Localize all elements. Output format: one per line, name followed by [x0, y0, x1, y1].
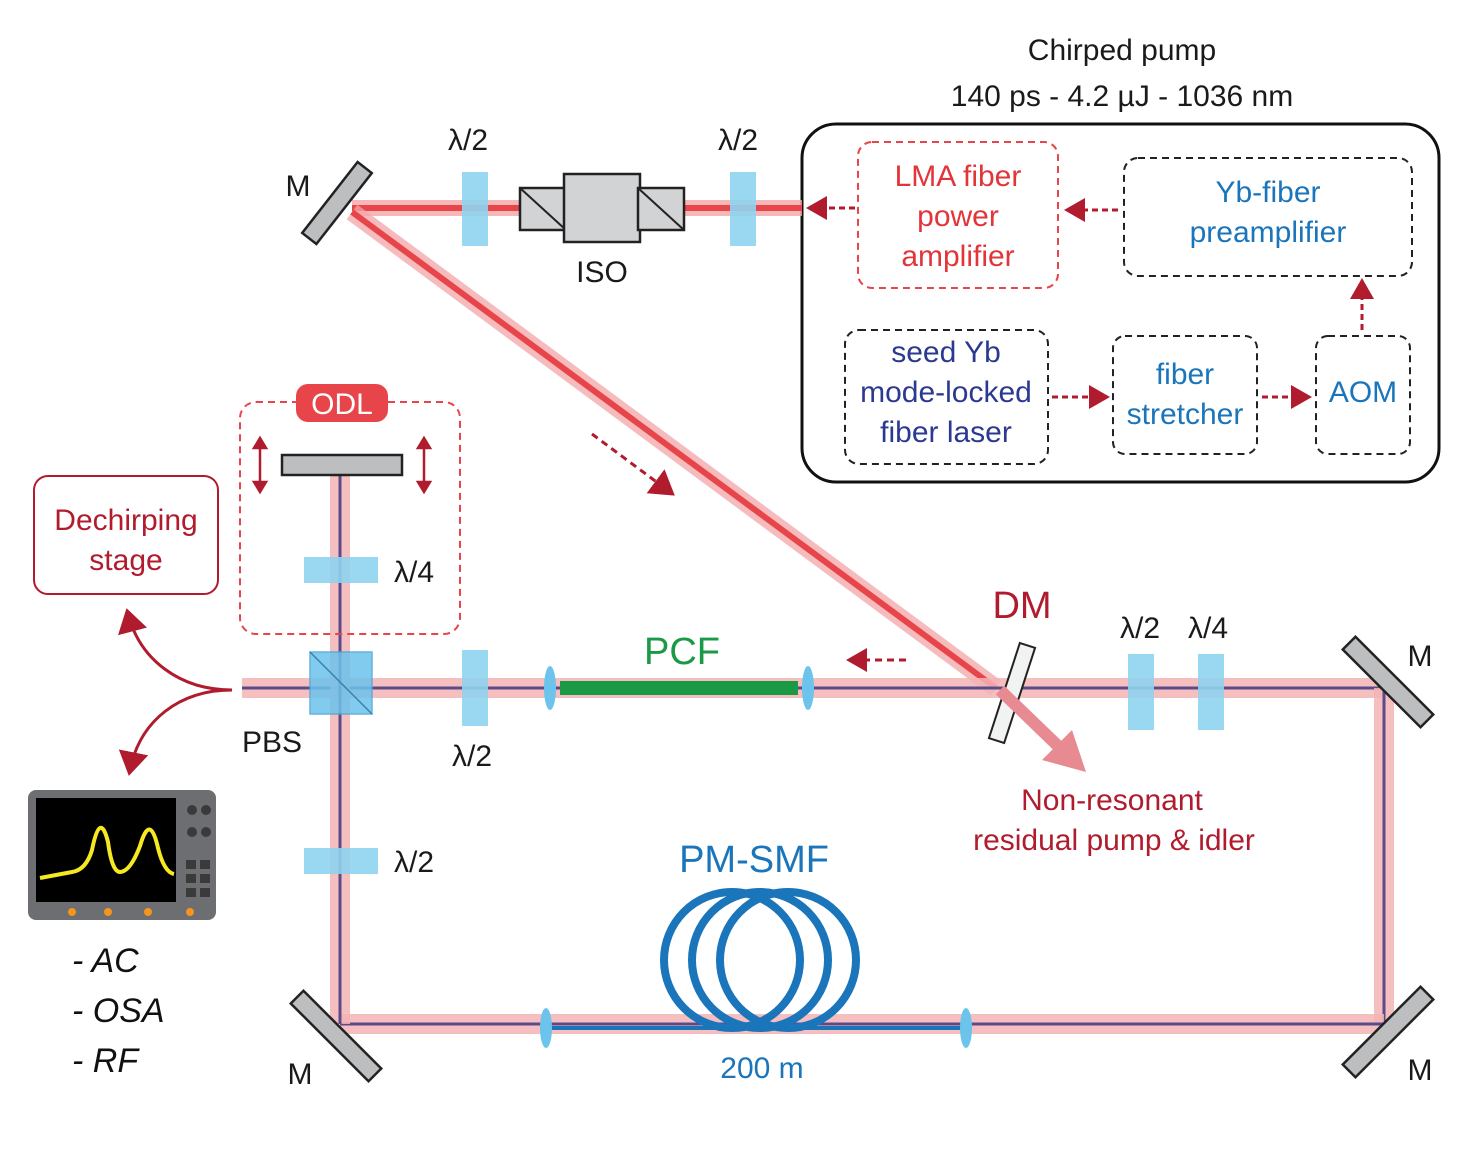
aom-label: AOM: [1329, 376, 1397, 409]
smf-output-lens: [960, 1008, 972, 1048]
aom-box: [1315, 335, 1411, 455]
pm-smf-label: PM-SMF: [679, 839, 829, 881]
quarter-wave-plate-odl: [304, 557, 378, 583]
half-wave-plate-2: [730, 172, 756, 246]
pump-title: Chirped pump: [1028, 34, 1216, 67]
pcf-fiber: [560, 681, 798, 695]
half-wave-plate-4: [304, 848, 378, 874]
mirror-bottom-right: [1340, 984, 1436, 1080]
pbs-cube: [309, 651, 373, 715]
instrument-rf: - RF: [72, 1042, 140, 1080]
pcf-label: PCF: [644, 631, 720, 673]
output-split-down-arrow: [118, 688, 233, 776]
dechirping-label-2: stage: [89, 544, 162, 577]
mirror-label-top-right: M: [1408, 640, 1433, 673]
mirror-label-bottom-left: M: [288, 1058, 313, 1091]
odl-box: [239, 401, 461, 635]
mirror-top-left: [300, 160, 374, 246]
residual-label-2: residual pump & idler: [973, 824, 1255, 857]
instrument-osa: - OSA: [72, 992, 165, 1030]
isolator: [518, 172, 686, 244]
odl-translation-right-icon: [415, 435, 433, 495]
quarter-wave-plate-5: [1198, 654, 1224, 730]
isolator-label: ISO: [576, 256, 628, 289]
pump-system-box: [800, 122, 1441, 484]
fiber-length-label: 200 m: [720, 1052, 803, 1085]
half-wave-label-4: λ/2: [394, 846, 434, 879]
half-wave-plate-1: [462, 172, 488, 246]
pcf-input-lens: [544, 666, 556, 710]
half-wave-plate-5: [1128, 654, 1154, 730]
residual-output-arrowhead: [1042, 730, 1086, 772]
pump-direction-arrow: [591, 432, 675, 496]
preamplifier-label-2: preamplifier: [1190, 216, 1347, 249]
seed-label-3: fiber laser: [880, 416, 1012, 449]
pm-smf-coil: [660, 888, 860, 1032]
oscilloscope-icon: [28, 790, 216, 920]
mirror-bottom-left: [288, 988, 384, 1084]
half-wave-label-2: λ/2: [718, 124, 758, 157]
half-wave-label-1: λ/2: [448, 124, 488, 157]
odl-mirror: [280, 453, 404, 477]
pump-specs: 140 ps - 4.2 µJ - 1036 nm: [951, 80, 1293, 113]
output-split-up-arrow: [118, 608, 233, 692]
preamplifier-label-1: Yb-fiber: [1215, 176, 1320, 209]
dechirping-box: [33, 475, 219, 595]
pbs-label: PBS: [242, 726, 302, 759]
seed-label-2: mode-locked: [860, 376, 1032, 409]
mirror-label-top-left: M: [286, 170, 311, 203]
residual-label-1: Non-resonant: [1021, 784, 1203, 817]
stretcher-box: [1112, 335, 1258, 455]
odl-badge: [296, 384, 388, 422]
instrument-ac: - AC: [72, 942, 139, 980]
odl-translation-left-icon: [251, 435, 269, 495]
half-wave-label-5: λ/2: [1120, 612, 1160, 645]
seed-laser-box: [844, 329, 1049, 465]
dm-label: DM: [992, 585, 1051, 627]
smf-input-lens: [540, 1008, 552, 1048]
stretcher-label-2: stretcher: [1127, 398, 1244, 431]
pcf-output-lens: [802, 666, 814, 710]
residual-output-arrow: [995, 685, 1063, 751]
mirror-label-bottom-right: M: [1408, 1054, 1433, 1087]
seed-label-1: seed Yb: [891, 336, 1001, 369]
half-wave-plate-3: [462, 650, 488, 726]
odl-label: ODL: [311, 388, 373, 421]
mirror-top-right: [1340, 634, 1436, 730]
stretcher-label-1: fiber: [1156, 358, 1214, 391]
dechirping-label-1: Dechirping: [54, 504, 197, 537]
lma-amplifier-label-2: power: [917, 200, 999, 233]
quarter-wave-label-odl: λ/4: [394, 556, 434, 589]
lma-amplifier-label-1: LMA fiber: [895, 160, 1022, 193]
lma-amplifier-label-3: amplifier: [901, 240, 1014, 273]
half-wave-label-3: λ/2: [452, 740, 492, 773]
preamplifier-box: [1123, 157, 1413, 277]
lma-amplifier-box: [857, 141, 1059, 289]
quarter-wave-label-5: λ/4: [1188, 612, 1228, 645]
